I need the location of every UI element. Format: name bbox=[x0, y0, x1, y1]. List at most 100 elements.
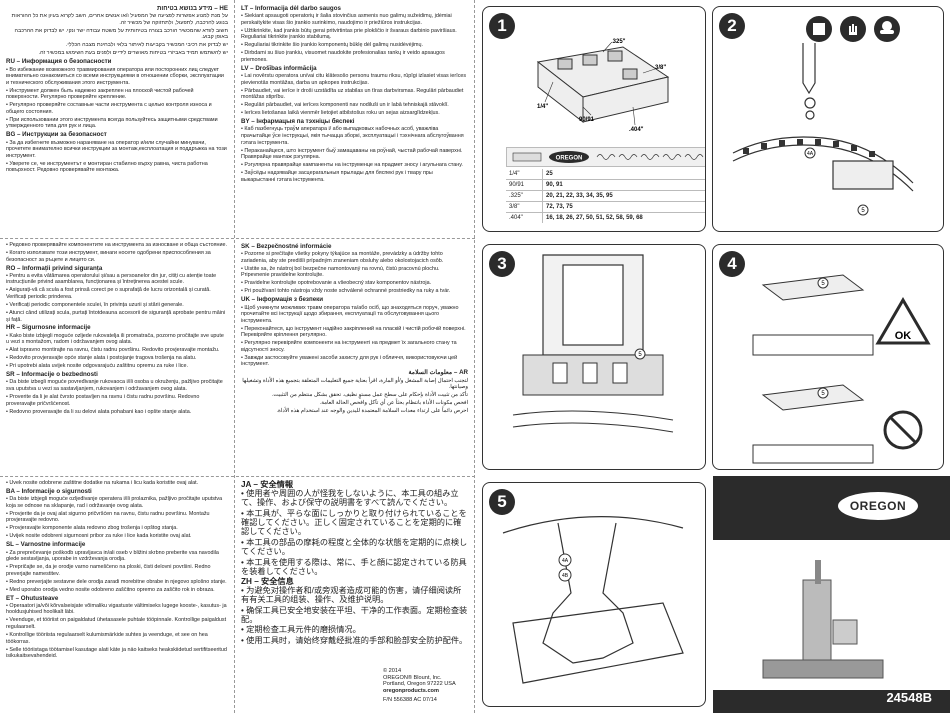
instruction-section: ZH – 安全信息• 为避免对操作者和/或旁观者造成可能的伤害，请仔细阅读所有有… bbox=[241, 577, 468, 646]
section-paragraph: יש להשתמש תמיד באביזרי בטיחות מאושרים לי… bbox=[38, 50, 228, 57]
section-title: SL – Varnostne informacije bbox=[6, 541, 86, 549]
instruction-section: HR – Sigurnosne informacije• Kako biste … bbox=[6, 324, 228, 369]
section-paragraph: • Provjerite da je ovaj alat sigurno pri… bbox=[6, 510, 210, 524]
col2-bot-sections: JA – 安全情報• 使用者や周囲の人が怪我をしないように、本工具の組み立て、操… bbox=[241, 480, 468, 660]
section-paragraph: • Щоб уникнути можливих травм оператора … bbox=[241, 304, 459, 324]
section-paragraph: • 确保工具已安全地安装在平坦、干净的工作表面。定期检查装配。 bbox=[241, 605, 468, 624]
instruction-section: LV – Drošības informācija• Lai novērstu … bbox=[241, 65, 468, 117]
instruction-section: JA – 安全情報• 使用者や周囲の人が怪我をしないように、本工具の組み立て、操… bbox=[241, 480, 468, 576]
panel-step-2: 2 4A 5 bbox=[712, 6, 944, 232]
section-title: LV – Drošības informācija bbox=[241, 64, 317, 72]
label-325: .325" bbox=[611, 39, 626, 45]
section-title: RU – Информация о безопасности bbox=[6, 58, 112, 66]
instruction-section: LT – Informacija dėl darbo saugos• Sieki… bbox=[241, 5, 468, 64]
step-badge: 3 bbox=[489, 251, 515, 277]
section-paragraph: • Redovito provjeravajte opće stanje ala… bbox=[6, 355, 197, 362]
depth-gauge-illustration: 4A 4B bbox=[502, 516, 684, 684]
sharpener-image bbox=[762, 560, 884, 679]
correct-incorrect-illustration: OK 5 5 bbox=[752, 274, 931, 464]
website: oregonproducts.com bbox=[383, 687, 439, 694]
section-title: ET – Ohutusteave bbox=[6, 594, 59, 602]
section-paragraph: חשוב לוודא שהמכשיר הורכב בצורה בטיחותית … bbox=[14, 27, 228, 41]
prohibited-icon bbox=[883, 410, 923, 450]
oregon-logo-text: OREGON bbox=[849, 499, 907, 513]
label-4a: 4A bbox=[807, 151, 814, 157]
table-row: 1/4"25 bbox=[506, 169, 705, 180]
section-paragraph: • Dirbdami su šiuo įrankiu, visuomet nau… bbox=[241, 50, 445, 63]
pitch-cell: 90/91 bbox=[506, 179, 543, 191]
chain-icons: OREGON bbox=[512, 151, 704, 163]
section-paragraph: • Operaatori ja/või kõrvalseisjate võima… bbox=[6, 602, 227, 616]
section-paragraph: • Pravidelne kontrolujte opotrebovanie a… bbox=[241, 280, 432, 287]
table-row: .404"16, 18, 26, 27, 50, 51, 52, 58, 59,… bbox=[506, 212, 705, 223]
section-paragraph: • Alat ispravno montirajte na ravnu, čis… bbox=[6, 347, 220, 354]
city: Portland, Oregon 97222 USA bbox=[383, 681, 456, 688]
section-paragraph: על מנת למנוע אפשרות לפציעה של המפעיל ו/א… bbox=[11, 13, 228, 26]
pitch-cell: 3/8" bbox=[506, 201, 543, 213]
product-photo bbox=[713, 540, 950, 690]
section-paragraph: لتجنب احتمال إصابة المشغل و/أو المارة، ا… bbox=[242, 377, 468, 391]
copyright: © 2014 bbox=[383, 668, 402, 674]
pitch-cell: 1/4" bbox=[506, 169, 543, 180]
codes-cell: 16, 18, 26, 27, 50, 51, 52, 58, 59, 68 bbox=[542, 212, 705, 223]
section-title: RO – Informații privind siguranța bbox=[6, 264, 103, 272]
section-paragraph: • Za preprečevanje poškodb upravljavca i… bbox=[6, 549, 219, 563]
section-paragraph: • Lai novērstu operatora un/vai citu klā… bbox=[241, 73, 467, 86]
pitch-cell: .325" bbox=[506, 190, 543, 202]
section-paragraph: • 本工具を使用する際は、常に、手と顔に認定されている防具を装着してください。 bbox=[241, 557, 467, 576]
instruction-section: BY – Інфармацыя па тэхніцы бяспекі• Каб … bbox=[241, 118, 468, 183]
panel-step-5: 5 4A 4B bbox=[482, 482, 706, 707]
instruction-section: UK – Інформація з безпеки• Щоб уникнути … bbox=[241, 296, 468, 368]
gloves-icon bbox=[840, 16, 866, 42]
form-number: F/N 556388 AC 07/14 bbox=[383, 697, 437, 704]
section-paragraph: • Pri používaní tohto nástroja vždy nost… bbox=[241, 288, 451, 295]
pitch-cell: .404" bbox=[506, 212, 543, 223]
section-paragraph: • Asigurați-vă că scula a fost prinsă co… bbox=[6, 287, 211, 300]
instruction-section: BG – Инструкции за безопасност• За да из… bbox=[6, 131, 228, 174]
section-paragraph: • Redno preverjajte sestavne dele orodja… bbox=[6, 578, 227, 585]
section-title: AR – معلومات السلامة bbox=[408, 369, 468, 377]
address-block: © 2014 OREGON® Blount, Inc. Portland, Or… bbox=[383, 668, 456, 704]
cover-panel: OREGON 24548B bbox=[713, 476, 950, 713]
oregon-logo-small: OREGON bbox=[556, 156, 583, 162]
section-paragraph: • Veenduge, et tööriist on paigaldatud ü… bbox=[6, 617, 227, 631]
section-paragraph: • Каб пазбегнуць траўм аператара і/ або … bbox=[241, 126, 464, 146]
step-badge: 4 bbox=[719, 251, 745, 277]
section-paragraph: • Пераканайцеся, што інструмент быў зама… bbox=[241, 147, 463, 161]
read-manual-icon bbox=[806, 16, 832, 42]
section-paragraph: • Pozorne si prečítajte všetky pokyny tý… bbox=[241, 251, 444, 264]
section-title: UK – Інформація з безпеки bbox=[241, 296, 324, 304]
section-paragraph: • Рэгулярна правярайце кампаненты на інс… bbox=[241, 162, 463, 169]
section-paragraph: • Verificați periodic componentele scule… bbox=[6, 301, 184, 308]
codes-cell: 90, 91 bbox=[542, 179, 705, 191]
section-paragraph: • При использовании этого инструмента вс… bbox=[6, 116, 218, 130]
section-paragraph: • Provjeravajte komponente alata redovno… bbox=[6, 525, 178, 532]
col2-top-sections: LT – Informacija dėl darbo saugos• Sieki… bbox=[241, 4, 468, 236]
label-4b: 4B bbox=[562, 573, 569, 579]
oregon-logo: OREGON bbox=[838, 492, 918, 520]
section-paragraph: • Uvijek nosite odobreni sigurnosni prib… bbox=[6, 533, 192, 540]
label-4a: 4A bbox=[562, 558, 569, 564]
gauge-block-illustration: .325" 3/8" 1/4" 90/91 .404" bbox=[536, 39, 670, 133]
section-paragraph: • Kontrollige tööriista regulaarselt kul… bbox=[6, 632, 208, 645]
step-badge: 2 bbox=[719, 13, 745, 39]
step-badge: 1 bbox=[489, 13, 515, 39]
instruction-section: RO – Informații privind siguranța• Pentr… bbox=[6, 265, 228, 324]
part-number: 24548B bbox=[886, 690, 932, 705]
section-paragraph: افحص مكونات الأداة بانتظام بحثاً عن أي ت… bbox=[319, 400, 468, 407]
section-paragraph: • 为避免对操作者和/或旁观者造成可能的伤害，请仔细阅读所有有关工具的组装、操作… bbox=[241, 585, 462, 604]
section-paragraph: • 本工具の部品の摩耗の程度と全体的な状態を定期的に点検してください。 bbox=[241, 538, 468, 557]
section-paragraph: • 使用者や周囲の人が怪我をしないように、本工具の組み立て、操作、および保守の説… bbox=[241, 489, 459, 508]
section-paragraph: • Когато използвате този инструмент, вин… bbox=[6, 249, 211, 263]
step-badge: 5 bbox=[489, 489, 515, 515]
section-paragraph: • Užtikrinkite, kad įrankis būtų gerai p… bbox=[241, 27, 457, 41]
section-paragraph: • Prepričajte se, da je orodje varno nam… bbox=[6, 564, 211, 577]
instruction-section: • Редовно проверявайте компонентите на и… bbox=[6, 242, 228, 263]
fold-line-2 bbox=[0, 476, 475, 477]
section-paragraph: • Инструмент должен быть надежно закрепл… bbox=[6, 87, 194, 101]
table-row: .325"20, 21, 22, 33, 34, 35, 95 bbox=[506, 190, 705, 202]
section-paragraph: • Pentru a evita vătămarea operatorului … bbox=[6, 272, 217, 286]
